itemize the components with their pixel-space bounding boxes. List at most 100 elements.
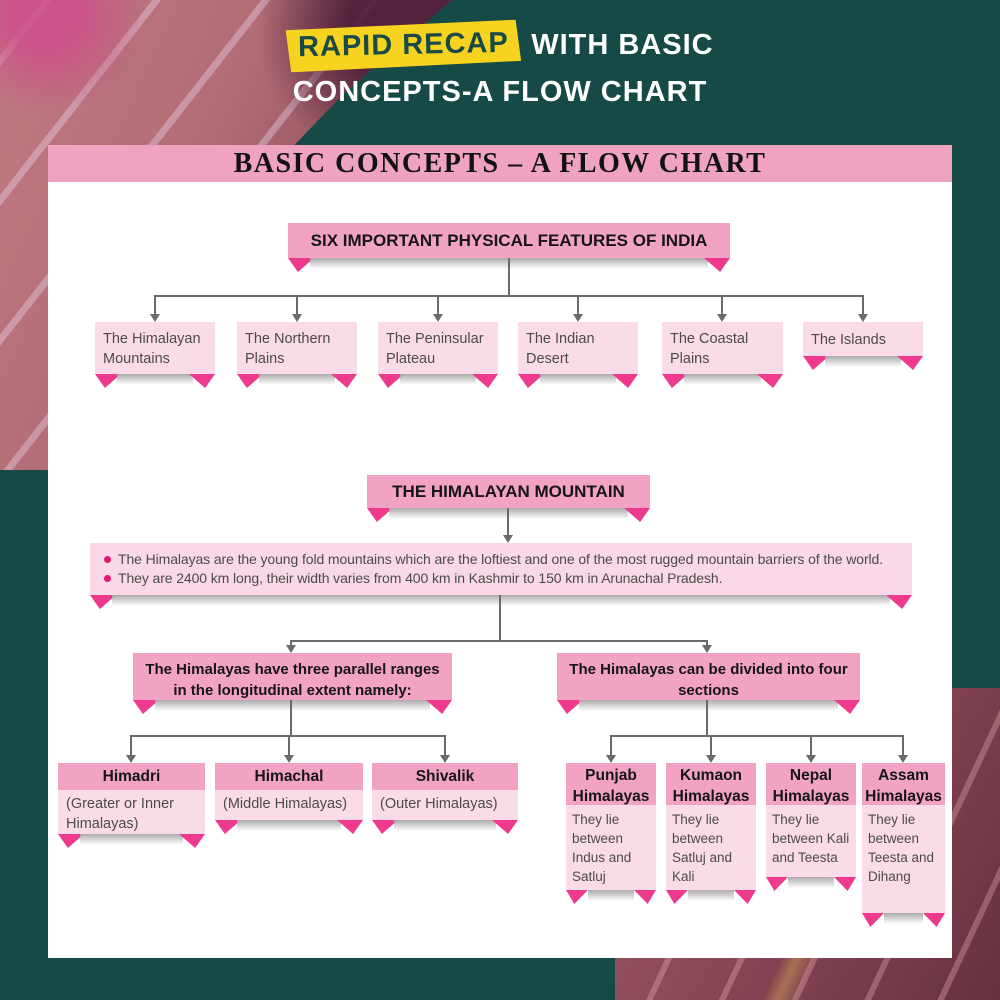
arrowhead xyxy=(717,314,727,322)
ribbon-shadow xyxy=(117,374,193,385)
feature-box-himalayan-mountains: The Himalayan Mountains xyxy=(95,322,215,388)
ribbon-fold-right xyxy=(923,913,945,927)
section-name: Assam Himalayas xyxy=(862,763,945,805)
range-name: Himadri xyxy=(58,763,205,790)
header-rest: WITH BASIC xyxy=(531,29,714,61)
himalaya-title: THE HIMALAYAN MOUNTAIN xyxy=(367,475,650,508)
ribbon-shadow xyxy=(788,877,834,888)
fact-text: The Himalayas are the young fold mountai… xyxy=(118,551,884,567)
connector xyxy=(706,700,708,735)
feature-label: The Islands xyxy=(803,322,923,356)
range-name: Himachal xyxy=(215,763,363,790)
ribbon-tail xyxy=(237,374,357,388)
arrowhead xyxy=(150,314,160,322)
ribbon-fold-left xyxy=(666,890,688,904)
section-desc: They lie between Indus and Satluj xyxy=(566,805,656,890)
range-box-himadri: Himadri (Greater or Inner Himalayas) xyxy=(58,763,205,848)
connector xyxy=(296,295,298,314)
range-desc: (Middle Himalayas) xyxy=(215,790,363,820)
arrowhead xyxy=(573,314,583,322)
ribbon-tail xyxy=(766,877,856,891)
feature-box-peninsular-plateau: The Peninsular Plateau xyxy=(378,322,498,388)
ribbon-tail xyxy=(566,890,656,904)
range-box-shivalik: Shivalik (Outer Himalayas) xyxy=(372,763,518,834)
feature-label: The Peninsular Plateau xyxy=(378,322,498,374)
arrowhead xyxy=(606,755,616,763)
ribbon-tail xyxy=(215,820,363,834)
card-title: BASIC CONCEPTS – A FLOW CHART xyxy=(233,148,767,179)
ribbon-shadow xyxy=(884,913,923,924)
fact-item: The Himalayas are the young fold mountai… xyxy=(104,550,898,569)
ribbon-tail xyxy=(90,595,912,609)
arrowhead xyxy=(702,645,712,653)
ribbon-tail xyxy=(378,374,498,388)
connector xyxy=(862,295,864,314)
connector xyxy=(155,295,863,297)
sections-branch-box: The Himalayas can be divided into four s… xyxy=(557,653,860,714)
connector xyxy=(507,508,509,535)
flowchart-card: BASIC CONCEPTS – A FLOW CHART SIX IMPORT… xyxy=(48,145,952,958)
ribbon-shadow xyxy=(237,820,341,831)
connector xyxy=(710,735,712,755)
feature-label: The Himalayan Mountains xyxy=(95,322,215,374)
connector xyxy=(130,735,132,755)
section-desc: They lie between Teesta and Dihang xyxy=(862,805,945,913)
ribbon-fold-left xyxy=(766,877,788,891)
feature-box-northern-plains: The Northern Plains xyxy=(237,322,357,388)
himalaya-facts-box: The Himalayas are the young fold mountai… xyxy=(90,543,912,609)
connector xyxy=(721,295,723,314)
ranges-branch-label: The Himalayas have three parallel ranges… xyxy=(133,653,452,700)
section-name: Kumaon Himalayas xyxy=(666,763,756,805)
connector xyxy=(611,735,903,737)
ribbon-shadow xyxy=(394,820,496,831)
connector xyxy=(810,735,812,755)
feature-label: The Coastal Plains xyxy=(662,322,783,374)
connector xyxy=(290,640,292,645)
arrowhead xyxy=(503,535,513,543)
ribbon-tail xyxy=(666,890,756,904)
arrowhead xyxy=(286,645,296,653)
ribbon-tail xyxy=(862,913,945,927)
ribbon-tail xyxy=(557,700,860,714)
section-box-punjab: Punjab Himalayas They lie between Indus … xyxy=(566,763,656,904)
ribbon-shadow xyxy=(688,890,734,901)
connector xyxy=(610,735,612,755)
ribbon-tail xyxy=(518,374,638,388)
connector xyxy=(437,295,439,314)
section-name: Punjab Himalayas xyxy=(566,763,656,805)
ribbon-fold-right xyxy=(834,877,856,891)
arrowhead xyxy=(292,314,302,322)
ribbon-tail xyxy=(95,374,215,388)
arrowhead xyxy=(858,314,868,322)
ribbon-tail xyxy=(372,820,518,834)
connector xyxy=(499,595,501,640)
ribbon-shadow xyxy=(579,700,838,711)
connector xyxy=(577,295,579,314)
ribbon-tail xyxy=(58,834,205,848)
ribbon-shadow xyxy=(112,595,890,606)
connector xyxy=(706,640,708,645)
fact-item: They are 2400 km long, their width varie… xyxy=(104,569,898,588)
ribbon-fold-right xyxy=(634,890,656,904)
ribbon-fold-left xyxy=(566,890,588,904)
section-box-nepal: Nepal Himalayas They lie between Kali an… xyxy=(766,763,856,891)
arrowhead xyxy=(284,755,294,763)
arrowhead xyxy=(440,755,450,763)
feature-box-indian-desert: The Indian Desert xyxy=(518,322,638,388)
ribbon-shadow xyxy=(400,374,476,385)
facts-list: The Himalayas are the young fold mountai… xyxy=(90,543,912,595)
section-desc: They lie between Kali and Teesta xyxy=(766,805,856,877)
ribbon-shadow xyxy=(588,890,634,901)
range-name: Shivalik xyxy=(372,763,518,790)
ribbon-shadow xyxy=(540,374,616,385)
section-name: Nepal Himalayas xyxy=(766,763,856,805)
section-desc: They lie between Satluj and Kali xyxy=(666,805,756,890)
connector xyxy=(444,735,446,755)
arrowhead xyxy=(806,755,816,763)
ribbon-shadow xyxy=(684,374,761,385)
feature-label: The Northern Plains xyxy=(237,322,357,374)
ribbon-shadow xyxy=(259,374,335,385)
sections-branch-label: The Himalayas can be divided into four s… xyxy=(557,653,860,700)
